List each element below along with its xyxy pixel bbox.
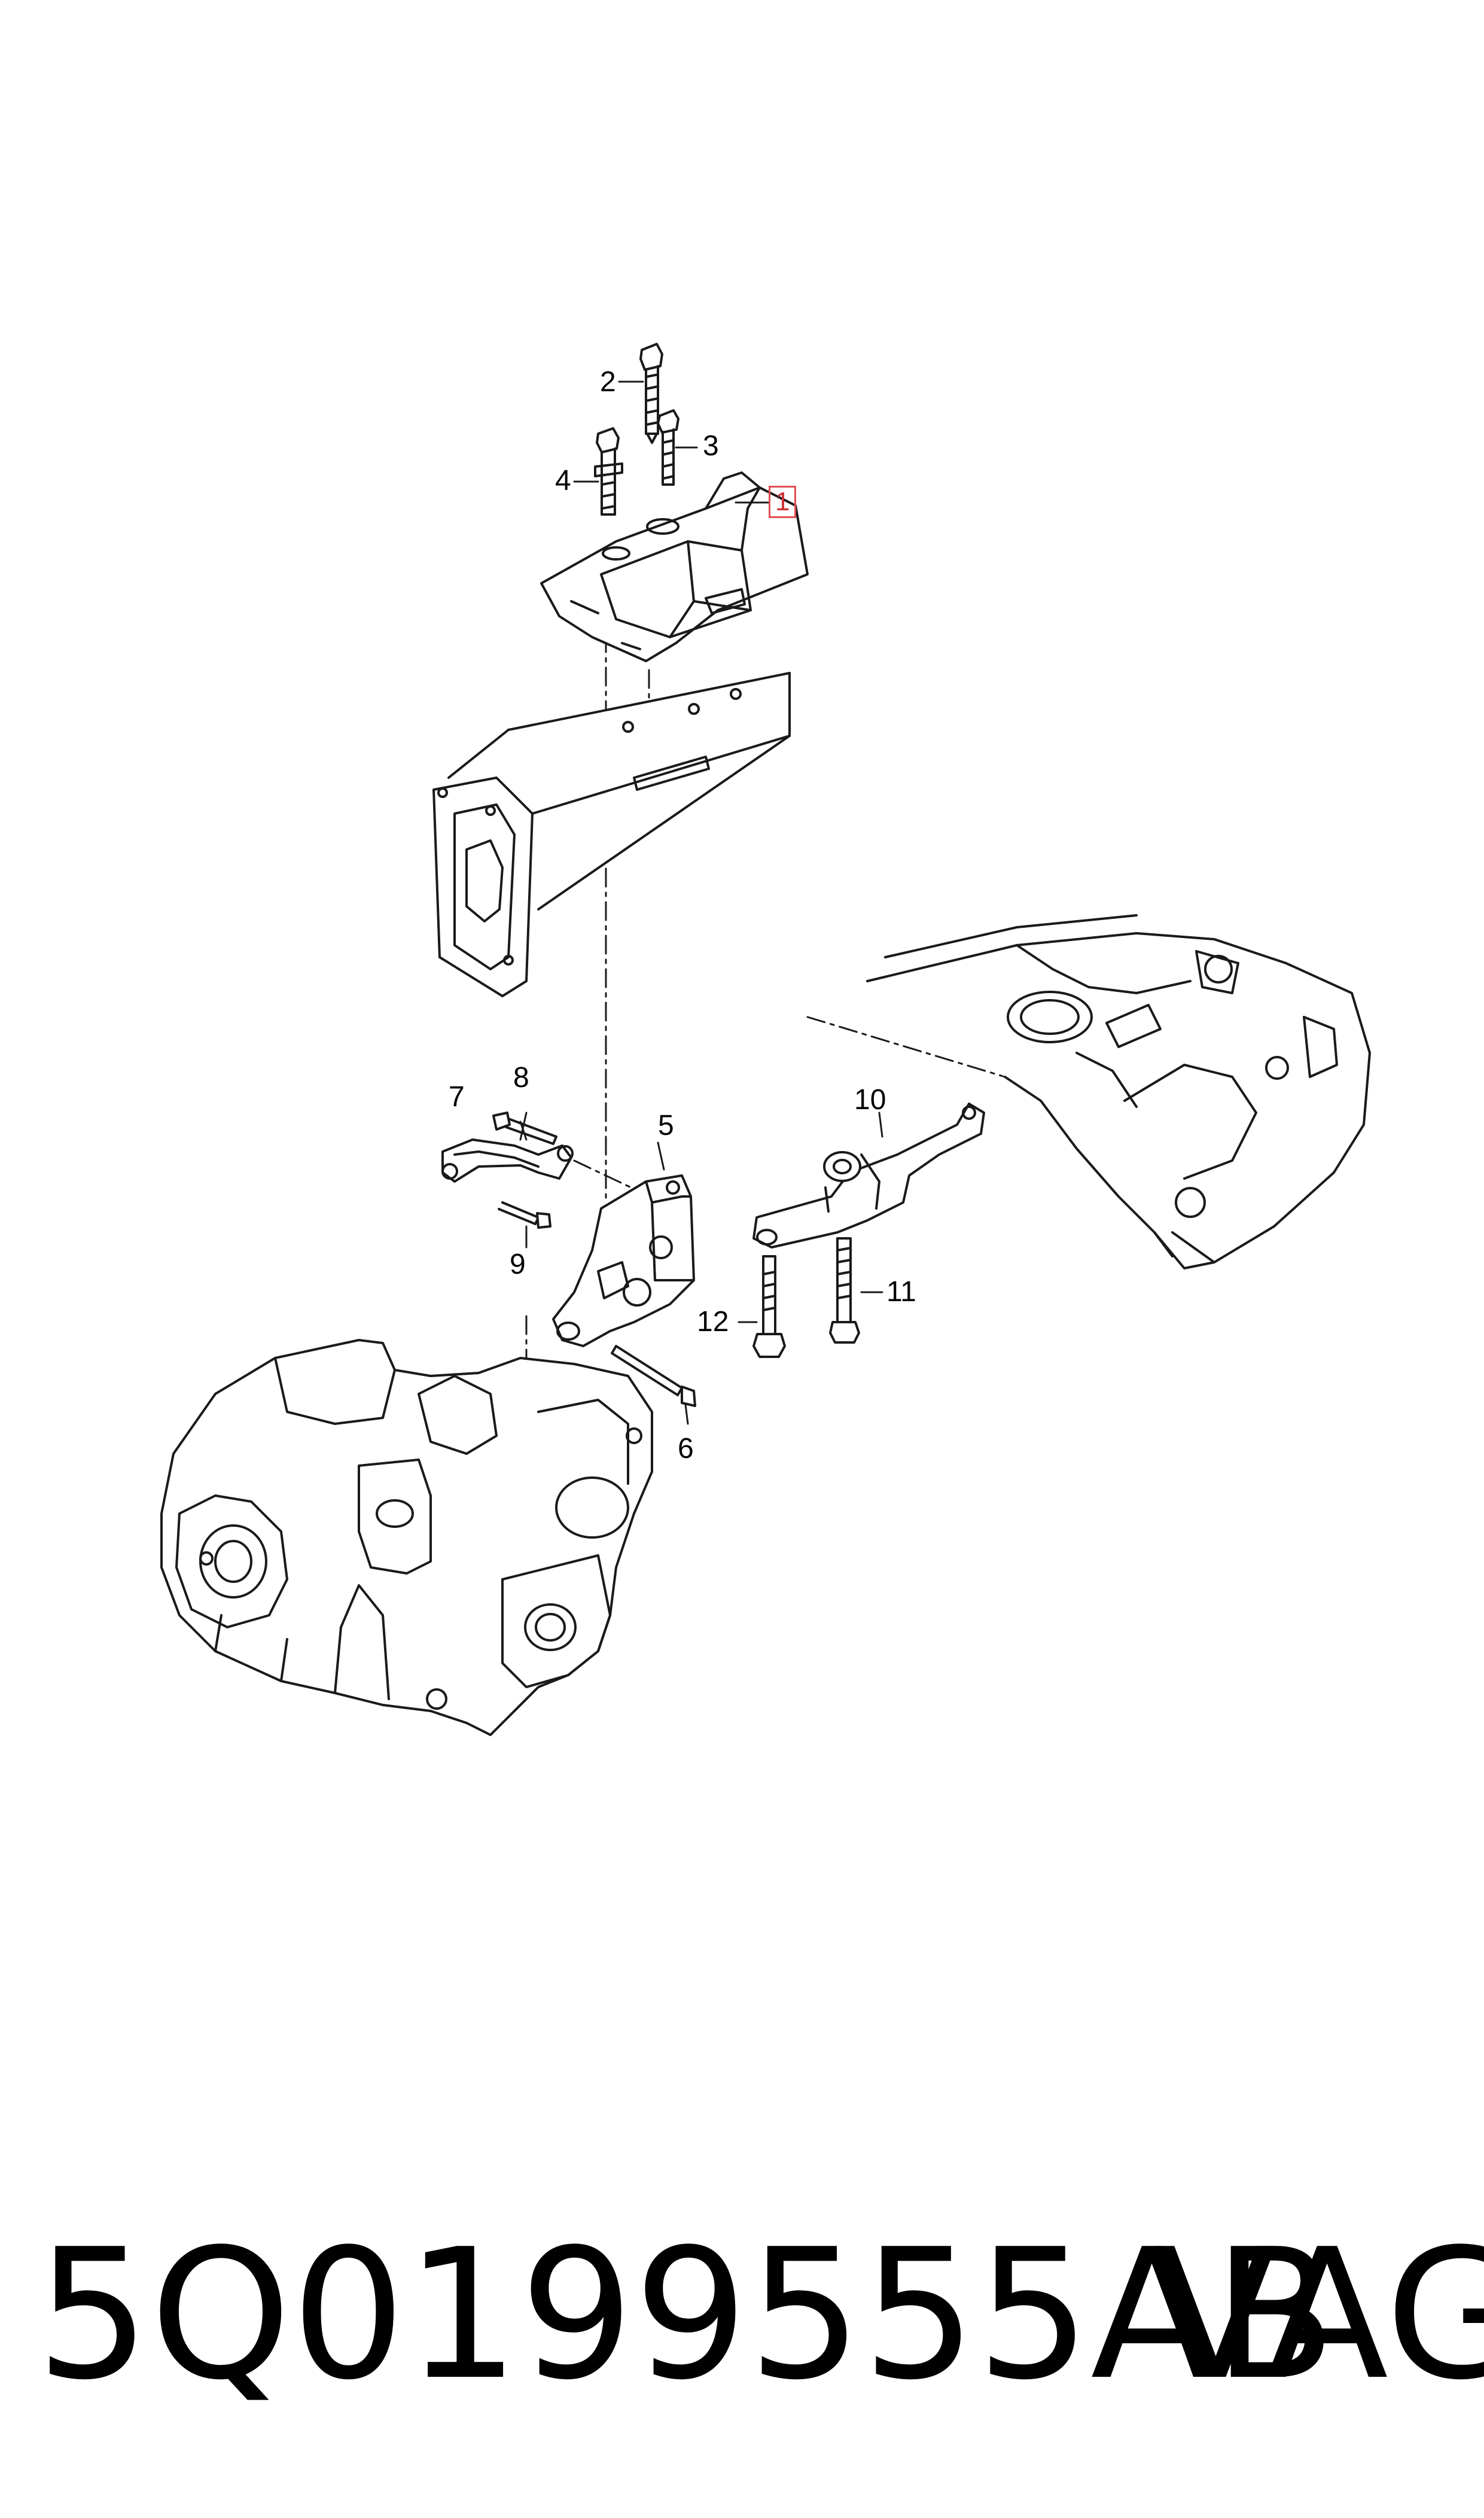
brand-name: VAG [1154, 2211, 1484, 2419]
bolt-part-4 [595, 428, 622, 514]
callout-12: 12 [697, 1306, 729, 1338]
part-number: 5Q0199555AB [36, 2211, 1337, 2419]
callout-5: 5 [658, 1110, 674, 1141]
transmission-mount-part-1 [541, 473, 807, 661]
callout-11: 11 [886, 1276, 916, 1308]
callout-10: 10 [854, 1084, 886, 1116]
callout-2: 2 [600, 366, 616, 398]
callout-1-highlighted: 1 [769, 486, 797, 518]
gearbox-bracket-part-5 [553, 1176, 694, 1346]
callout-9: 9 [510, 1249, 526, 1280]
front-subframe [867, 915, 1370, 1268]
bolt-part-3 [658, 410, 678, 485]
callout-8: 8 [513, 1062, 529, 1094]
bolt-part-6 [612, 1346, 695, 1406]
gearbox [161, 1340, 652, 1735]
callout-3: 3 [703, 430, 719, 462]
bolt-part-11 [830, 1238, 859, 1342]
bolt-part-9 [499, 1202, 550, 1228]
callout-7: 7 [449, 1081, 465, 1113]
callout-6: 6 [678, 1433, 694, 1464]
callout-4: 4 [555, 465, 571, 497]
bolt-part-8 [493, 1113, 556, 1144]
subframe-rail [434, 673, 790, 996]
pendulum-support-part-10 [754, 1104, 984, 1247]
bolt-part-12 [754, 1256, 785, 1357]
bracket-part-7 [443, 1140, 572, 1182]
bolt-part-2 [641, 344, 662, 443]
